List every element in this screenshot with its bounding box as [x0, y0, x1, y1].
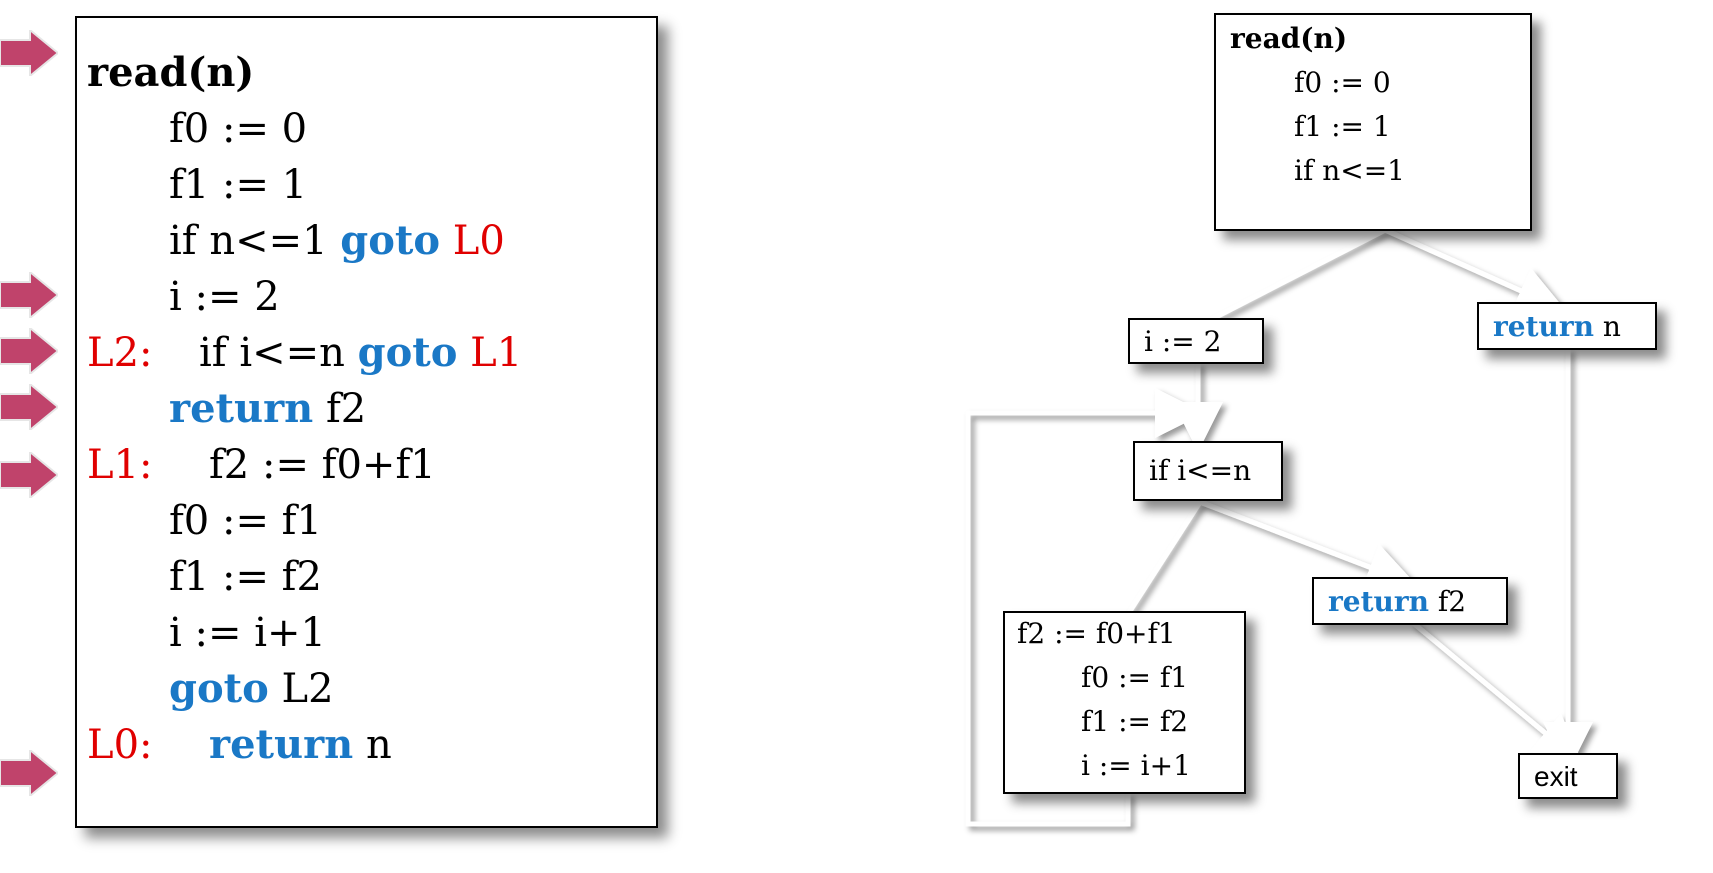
- code-text: L2: [268, 666, 334, 712]
- leader-arrow-icon: [0, 328, 58, 374]
- edge-entry-init: [1208, 227, 1387, 323]
- goto-keyword: goto: [357, 329, 458, 376]
- edge-cond-return-f2: [1199, 499, 1417, 591]
- code-line-f1: f1 := 1: [169, 156, 307, 214]
- code-label: L1:: [87, 442, 153, 488]
- code-text: read(n): [87, 49, 255, 96]
- leader-arrow-icon: [0, 272, 58, 318]
- code-label: L2:: [87, 330, 153, 376]
- edge-entry-return-n: [1383, 227, 1567, 314]
- cfg-line: i := i+1: [1081, 749, 1191, 782]
- goto-target: L0: [440, 218, 505, 264]
- leader-arrow-icon: [0, 452, 58, 498]
- cfg-line: f1 := f2: [1081, 705, 1189, 738]
- cfg-line: f2 := f0+f1: [1017, 617, 1176, 650]
- cfg-return-n-block: return n: [1477, 302, 1657, 350]
- code-line-if-n: if n<=1 goto L0: [169, 212, 505, 270]
- code-text: i := 2: [169, 274, 280, 320]
- cfg-exit-block: exit: [1518, 753, 1618, 799]
- goto-keyword: goto: [340, 217, 441, 264]
- cfg-line: exit: [1534, 761, 1578, 792]
- cfg-line: n: [1593, 310, 1621, 343]
- code-line-goto-l2: goto L2: [169, 660, 334, 718]
- code-line-l2: L2: if i<=n goto L1: [87, 324, 522, 382]
- code-line-l1: L1: f2 := f0+f1: [87, 436, 436, 494]
- code-text: f1 := f2: [169, 554, 322, 600]
- edge-return-f2-exit: [1410, 620, 1584, 765]
- cfg-body-block: f2 := f0+f1 f0 := f1 f1 := f2 i := i+1: [1003, 611, 1246, 794]
- cfg-line: f0 := f1: [1081, 661, 1189, 694]
- code-text: f2 := f0+f1: [209, 442, 436, 488]
- cfg-line: if n<=1: [1294, 154, 1405, 187]
- return-keyword: return: [1328, 585, 1429, 618]
- code-line-l0: L0: return n: [87, 716, 392, 774]
- code-text: f1 := 1: [169, 162, 308, 208]
- cfg-line: f1 := 1: [1294, 110, 1391, 143]
- code-text: if i<=n: [199, 330, 358, 376]
- return-keyword: return: [1493, 310, 1594, 343]
- code-text: f2: [313, 386, 367, 432]
- goto-target: L1: [457, 330, 523, 376]
- code-text: f0 := f1: [169, 498, 322, 544]
- cfg-line: f0 := 0: [1294, 66, 1391, 99]
- code-line-i-init: i := 2: [169, 268, 280, 326]
- code-line-f1-update: f1 := f2: [169, 548, 322, 606]
- leader-arrow-icon: [0, 750, 58, 796]
- code-line-read: read(n): [87, 44, 254, 102]
- goto-keyword: goto: [169, 665, 269, 712]
- cfg-line: read(n): [1230, 22, 1348, 55]
- cfg-line: i := 2: [1144, 325, 1222, 358]
- cfg-line: f2: [1428, 585, 1467, 618]
- cfg-entry-block: read(n) f0 := 0 f1 := 1 if n<=1: [1214, 13, 1532, 231]
- leader-arrow-icon: [0, 384, 58, 430]
- code-text: n: [353, 722, 392, 768]
- code-line-f0-update: f0 := f1: [169, 492, 322, 550]
- return-keyword: return: [169, 385, 314, 432]
- code-label: L0:: [87, 722, 153, 768]
- code-line-i-inc: i := i+1: [169, 604, 326, 662]
- return-keyword: return: [209, 721, 354, 768]
- code-line-f0: f0 := 0: [169, 100, 307, 158]
- leader-arrow-icon: [0, 30, 58, 76]
- code-text: i := i+1: [169, 610, 326, 656]
- cfg-return-f2-block: return f2: [1312, 577, 1508, 625]
- cfg-init-block: i := 2: [1128, 318, 1264, 364]
- cfg-cond-block: if i<=n: [1133, 441, 1283, 501]
- code-listing: read(n) f0 := 0 f1 := 1 if n<=1 goto L0 …: [75, 16, 658, 828]
- cfg-line: if i<=n: [1149, 454, 1252, 487]
- code-text: f0 := 0: [169, 106, 308, 152]
- code-text: if n<=1: [169, 218, 341, 264]
- code-line-return-f2: return f2: [169, 380, 366, 438]
- edge-cond-body: [1125, 500, 1203, 616]
